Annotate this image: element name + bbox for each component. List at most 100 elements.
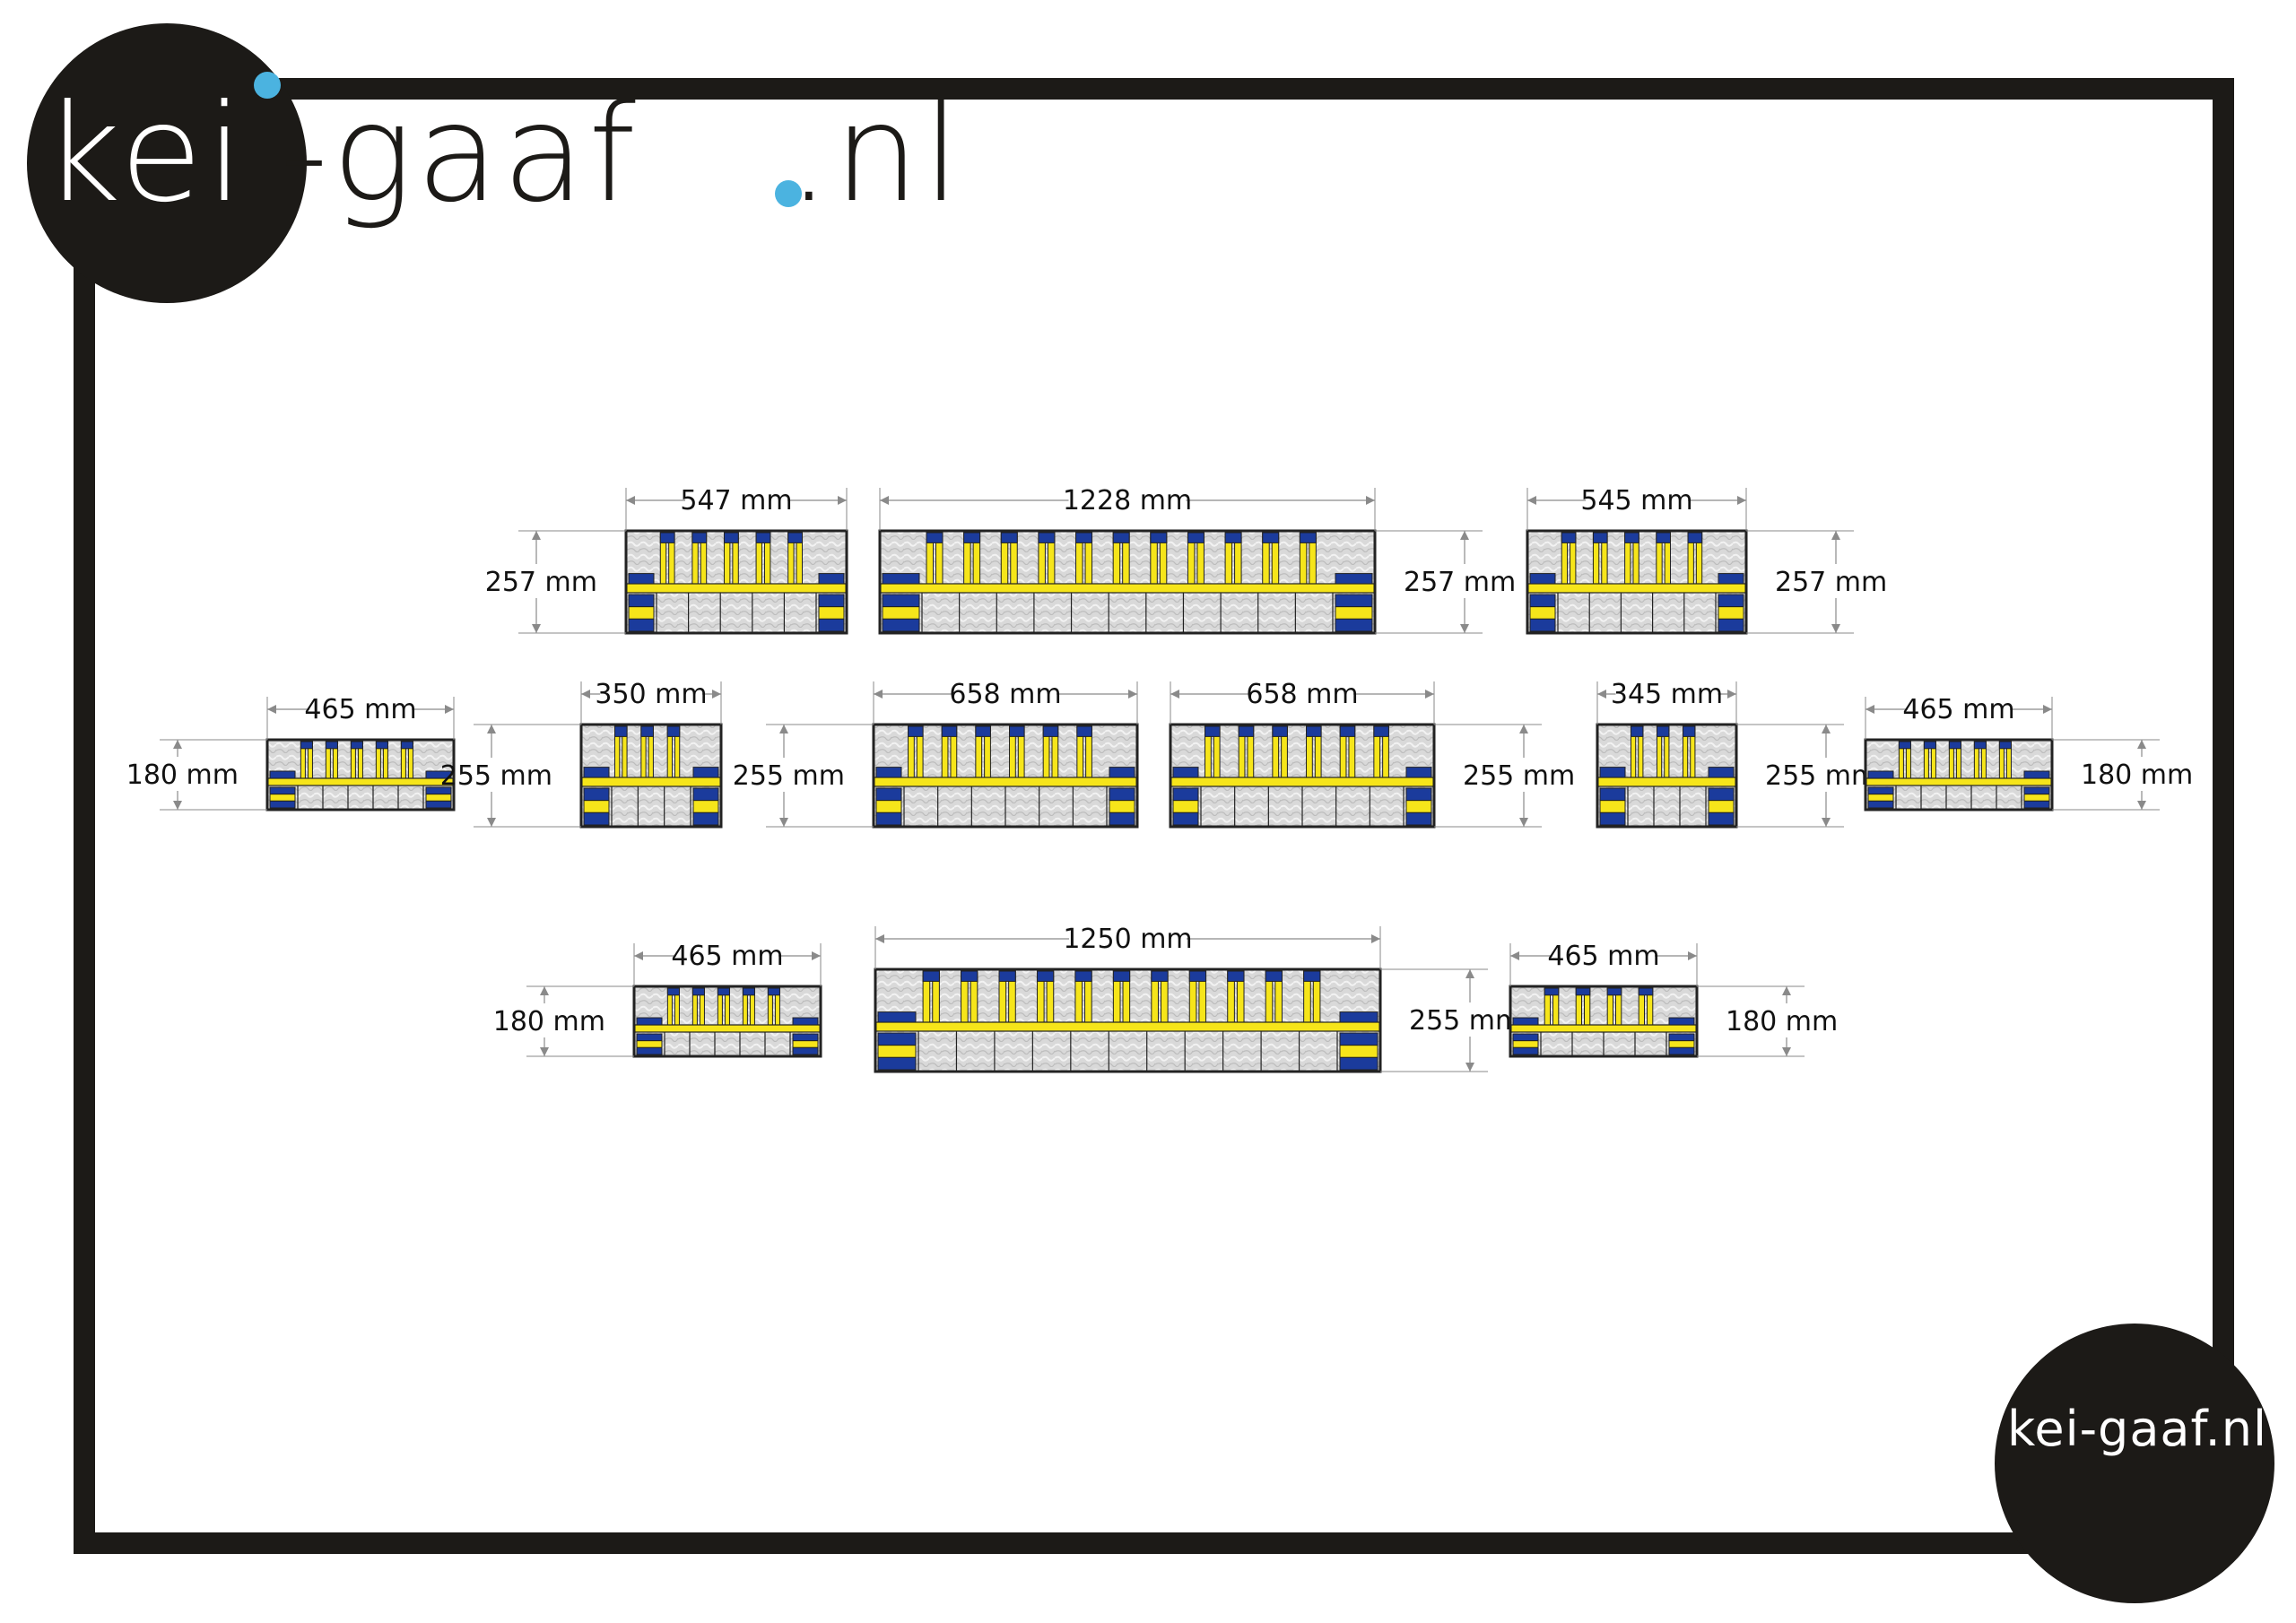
blue-block xyxy=(628,594,655,608)
arrowhead-icon xyxy=(2137,740,2146,749)
panel-border xyxy=(1596,723,1738,829)
width-label: 350 mm xyxy=(595,679,707,710)
blue-block xyxy=(1668,1017,1695,1026)
blue-block xyxy=(1339,1056,1378,1071)
blue-cap xyxy=(1606,987,1622,996)
arrowhead-icon xyxy=(173,740,182,749)
blue-block xyxy=(425,800,452,809)
width-label: 465 mm xyxy=(1902,694,2014,725)
panel-border xyxy=(872,723,1139,829)
arrowhead-icon xyxy=(540,986,549,995)
logo-circle xyxy=(27,23,307,303)
height-label: 255 mm xyxy=(440,760,552,792)
blue-cap xyxy=(1656,725,1670,737)
yellow-block xyxy=(1599,800,1626,813)
yellow-block xyxy=(1529,606,1556,620)
blue-cap xyxy=(1150,532,1168,543)
blue-block xyxy=(692,787,719,802)
arrowhead-icon xyxy=(779,818,788,827)
blue-cap xyxy=(742,987,755,996)
arrowhead-icon xyxy=(2137,801,2146,810)
height-label: 255 mm xyxy=(1765,760,1877,792)
panel-border xyxy=(624,529,848,635)
blue-block xyxy=(792,1033,819,1042)
blue-block xyxy=(269,786,296,795)
blue-block xyxy=(1512,1017,1539,1026)
panel-border xyxy=(1526,529,1748,635)
blue-block xyxy=(1335,573,1373,585)
blue-cap xyxy=(1224,532,1242,543)
yellow-block xyxy=(1339,1045,1378,1058)
arrowhead-icon xyxy=(1366,496,1375,505)
blue-cap xyxy=(666,725,681,737)
blue-cap xyxy=(1074,970,1092,982)
blue-block xyxy=(1109,787,1135,802)
blue-cap xyxy=(963,532,981,543)
yellow-block xyxy=(792,1040,819,1048)
blue-block xyxy=(1599,767,1626,778)
blue-block xyxy=(1708,767,1735,778)
yellow-band xyxy=(1170,777,1435,787)
blue-block xyxy=(1718,573,1744,585)
blue-block xyxy=(1708,812,1735,826)
yellow-band xyxy=(1865,777,2053,786)
panel-border xyxy=(878,529,1377,635)
logo-dot-icon xyxy=(775,180,802,207)
blue-block xyxy=(1172,787,1199,802)
logo-text-kei: kei xyxy=(43,76,247,232)
blue-block xyxy=(692,812,719,826)
blue-cap xyxy=(1682,725,1696,737)
blue-block xyxy=(1718,594,1744,608)
yellow-block xyxy=(1668,1040,1695,1048)
arrowhead-icon xyxy=(1737,496,1746,505)
blue-cap xyxy=(1238,725,1255,737)
yellow-block xyxy=(875,800,902,813)
arrowhead-icon xyxy=(1128,690,1137,699)
arrowhead-icon xyxy=(1822,818,1831,827)
arrowhead-icon xyxy=(1866,705,1874,714)
blue-block xyxy=(628,573,655,585)
blue-cap xyxy=(691,987,705,996)
blue-cap xyxy=(400,741,413,750)
blue-cap xyxy=(1561,532,1577,543)
arrowhead-icon xyxy=(1465,969,1474,978)
blue-block xyxy=(1172,812,1199,826)
glass-panel-r2-e: 345 mm 255 mm xyxy=(1596,676,1877,829)
blue-cap xyxy=(1265,970,1283,982)
blue-block xyxy=(882,618,920,632)
height-label: 257 mm xyxy=(1404,567,1516,598)
yellow-band xyxy=(1596,777,1737,787)
blue-block xyxy=(1867,786,1894,795)
label-backdrop xyxy=(1069,921,1187,953)
blue-block xyxy=(1708,787,1735,802)
blue-cap xyxy=(614,725,628,737)
blue-cap xyxy=(1227,970,1245,982)
blue-cap xyxy=(1638,987,1654,996)
blue-cap xyxy=(1592,532,1608,543)
label-backdrop xyxy=(748,758,848,792)
logo-text-nl: .nl xyxy=(787,76,963,232)
blue-block xyxy=(818,573,845,585)
arrowhead-icon xyxy=(1465,1063,1474,1072)
blue-block xyxy=(425,770,452,779)
arrowhead-icon xyxy=(1688,951,1697,960)
label-backdrop xyxy=(1722,1003,1822,1037)
blue-cap xyxy=(350,741,363,750)
logo-text-full: kei-gaaf.nl xyxy=(2007,1401,2267,1457)
width-label: 345 mm xyxy=(1611,679,1723,710)
blue-block xyxy=(882,594,920,608)
yellow-block xyxy=(1867,794,1894,802)
arrowhead-icon xyxy=(173,801,182,810)
blue-block xyxy=(1405,767,1432,778)
blue-cap xyxy=(659,532,675,543)
arrowhead-icon xyxy=(880,496,889,505)
label-backdrop xyxy=(142,757,242,791)
width-label: 1250 mm xyxy=(1063,924,1192,955)
blue-block xyxy=(875,787,902,802)
label-backdrop xyxy=(456,758,556,792)
yellow-band xyxy=(1526,583,1747,594)
